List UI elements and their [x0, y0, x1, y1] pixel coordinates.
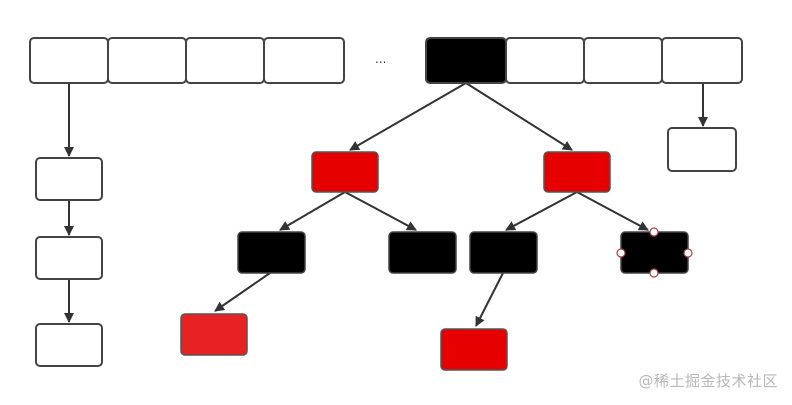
- hash-array: [29, 37, 743, 84]
- array-slot: [583, 37, 663, 84]
- tree-node-red: [440, 328, 508, 371]
- tree-node-red: [180, 313, 248, 356]
- selection-handle[interactable]: [683, 248, 693, 258]
- edge-l2-c-to-l3-b: [475, 272, 504, 327]
- tree-node-black: [237, 231, 306, 274]
- array-slot-black: [425, 37, 507, 84]
- selection-handle[interactable]: [649, 227, 659, 237]
- array-slot: [505, 37, 585, 84]
- edge-l1-left-to-l2-b: [344, 191, 417, 231]
- edge-l1-right-to-l2-d: [576, 191, 649, 231]
- edge-l1-right-to-l2-c: [505, 191, 578, 231]
- selection-handle[interactable]: [649, 268, 659, 278]
- tree-node-red: [543, 151, 611, 193]
- array-slot: [29, 37, 109, 84]
- tree-node-black-selected[interactable]: [616, 227, 693, 278]
- edge-root-to-l1-left: [349, 82, 467, 151]
- edges: [64, 82, 708, 327]
- tree-node-black: [469, 231, 538, 274]
- selection-handle[interactable]: [616, 248, 626, 258]
- red-black-tree: [180, 151, 693, 371]
- array-slot: [263, 37, 345, 84]
- list-node: [35, 323, 103, 367]
- linked-list: [35, 157, 103, 367]
- watermark: @稀土掘金技术社区: [638, 372, 778, 390]
- ellipsis: ...: [375, 52, 387, 66]
- list-node: [35, 236, 103, 280]
- edge-l1-left-to-l2-a: [279, 191, 346, 231]
- array-slot: [107, 37, 187, 84]
- edge-root-to-l1-right: [465, 82, 573, 151]
- array-slot: [661, 37, 743, 84]
- edge-l2-a-to-l3-a: [214, 272, 271, 312]
- chain-node: [667, 127, 737, 172]
- array-slot: [185, 37, 265, 84]
- tree-node-red: [311, 151, 379, 193]
- tree-node-black: [388, 231, 457, 274]
- list-node: [35, 157, 103, 201]
